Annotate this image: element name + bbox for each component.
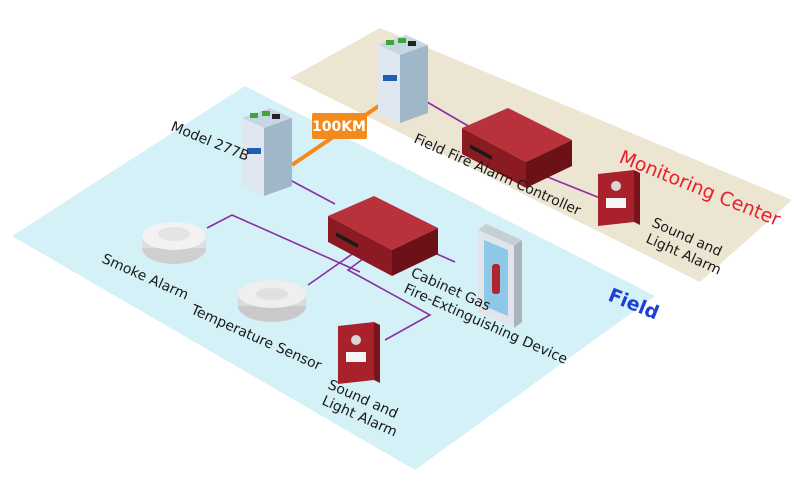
sound-light-alarm-icon: [338, 322, 380, 384]
gas-extinguisher-cabinet-icon: [478, 224, 522, 328]
field-plane: [12, 86, 655, 470]
temperature-sensor-icon: [238, 280, 306, 322]
converter-icon: [242, 108, 292, 196]
fire-alarm-controller-icon: [462, 108, 572, 188]
distance-badge: 100KM: [312, 113, 367, 139]
wire-smoke-controller: [206, 214, 361, 273]
sound-light-alarm-icon: [598, 170, 640, 226]
wire-temp-controller: [307, 249, 359, 286]
smoke-detector-icon: [142, 222, 206, 264]
wire-controller-field-alarm: [346, 249, 432, 341]
converter-icon: [378, 35, 428, 123]
wire-field-converter-controller: [289, 179, 336, 205]
fire-alarm-controller-icon: [328, 196, 438, 276]
distance-badge-label: 100KM: [312, 119, 366, 135]
